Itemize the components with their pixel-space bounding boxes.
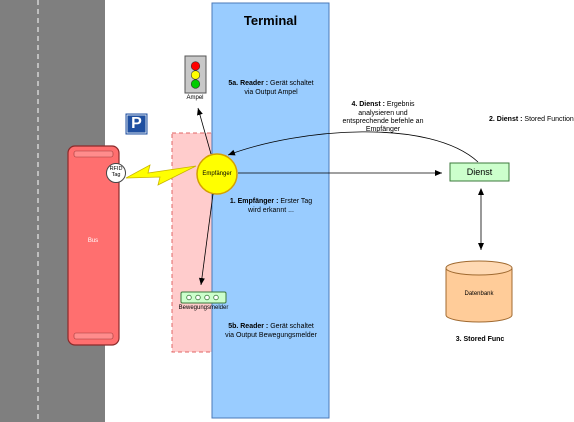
step-1-text: Erster Tag — [280, 198, 313, 205]
ampel-icon — [184, 55, 207, 94]
step-1-line1: 1. Empfänger : Erster Tag — [215, 197, 327, 206]
rfid-label-line1: RFID — [109, 166, 123, 172]
step-2-line1: 2. Dienst : Stored Function — [489, 115, 574, 124]
step-3-label: 3. Stored Func — [455, 336, 505, 343]
step-5b-title: 5b. Reader : — [228, 323, 269, 330]
rfid-tag-icon — [106, 163, 126, 183]
step-5b-line1: 5b. Reader : Gerät schaltet — [215, 322, 327, 331]
lightning-icon — [125, 164, 197, 186]
step-5b-line2: via Output Bewegungsmelder — [225, 332, 317, 339]
step-1-line2: wird erkannt ... — [248, 207, 294, 214]
ampel-label: Ampel — [186, 95, 204, 101]
dienst-label: Dienst — [466, 167, 493, 177]
step-4-title: 4. Dienst : — [351, 101, 385, 108]
step-5a-title: 5a. Reader : — [228, 80, 269, 87]
bewegungsmelder-label: Bewegungsmelder — [178, 305, 229, 311]
arrow-dienst-to-empfaenger — [227, 131, 479, 163]
step-5b-text: Gerät schaltet — [270, 323, 314, 330]
bus-icon — [67, 145, 120, 346]
step-4-text: Ergebnis — [386, 101, 415, 108]
step-4-line3: entsprechende befehle an — [342, 118, 424, 125]
empfaenger-label: Empfänger — [202, 171, 232, 177]
arrow-empfaenger-to-bewegungsmelder — [198, 193, 214, 286]
step-2-title: 2. Dienst : — [489, 116, 523, 123]
datenbank-node — [445, 260, 513, 323]
step-5a-text: Gerät schaltet — [270, 80, 314, 87]
step-1-title: 1. Empfänger : — [229, 198, 279, 205]
terminal-box — [211, 2, 330, 419]
bus-label: Bus — [87, 238, 99, 244]
parking-symbol: P — [131, 115, 142, 132]
terminal-title: Terminal — [243, 13, 298, 28]
step-5a-line1: 5a. Reader : Gerät schaltet — [215, 79, 327, 88]
step-4-line4: Empfänger — [365, 126, 401, 133]
parking-sign-icon — [124, 112, 149, 136]
rfid-label-line2: Tag — [111, 172, 121, 178]
bewegungsmelder-icon — [180, 291, 227, 304]
step-2-text: Stored Function — [524, 116, 574, 123]
step-4-line1: 4. Dienst : Ergebnis — [330, 100, 436, 109]
step-4-line2: analysieren und — [358, 110, 408, 117]
arrow-empfaenger-to-ampel — [197, 107, 212, 155]
datenbank-label: Datenbank — [464, 291, 494, 297]
dienst-node — [449, 162, 510, 182]
step-5a-line2: via Output Ampel — [244, 89, 298, 96]
empfaenger-node — [196, 153, 238, 195]
